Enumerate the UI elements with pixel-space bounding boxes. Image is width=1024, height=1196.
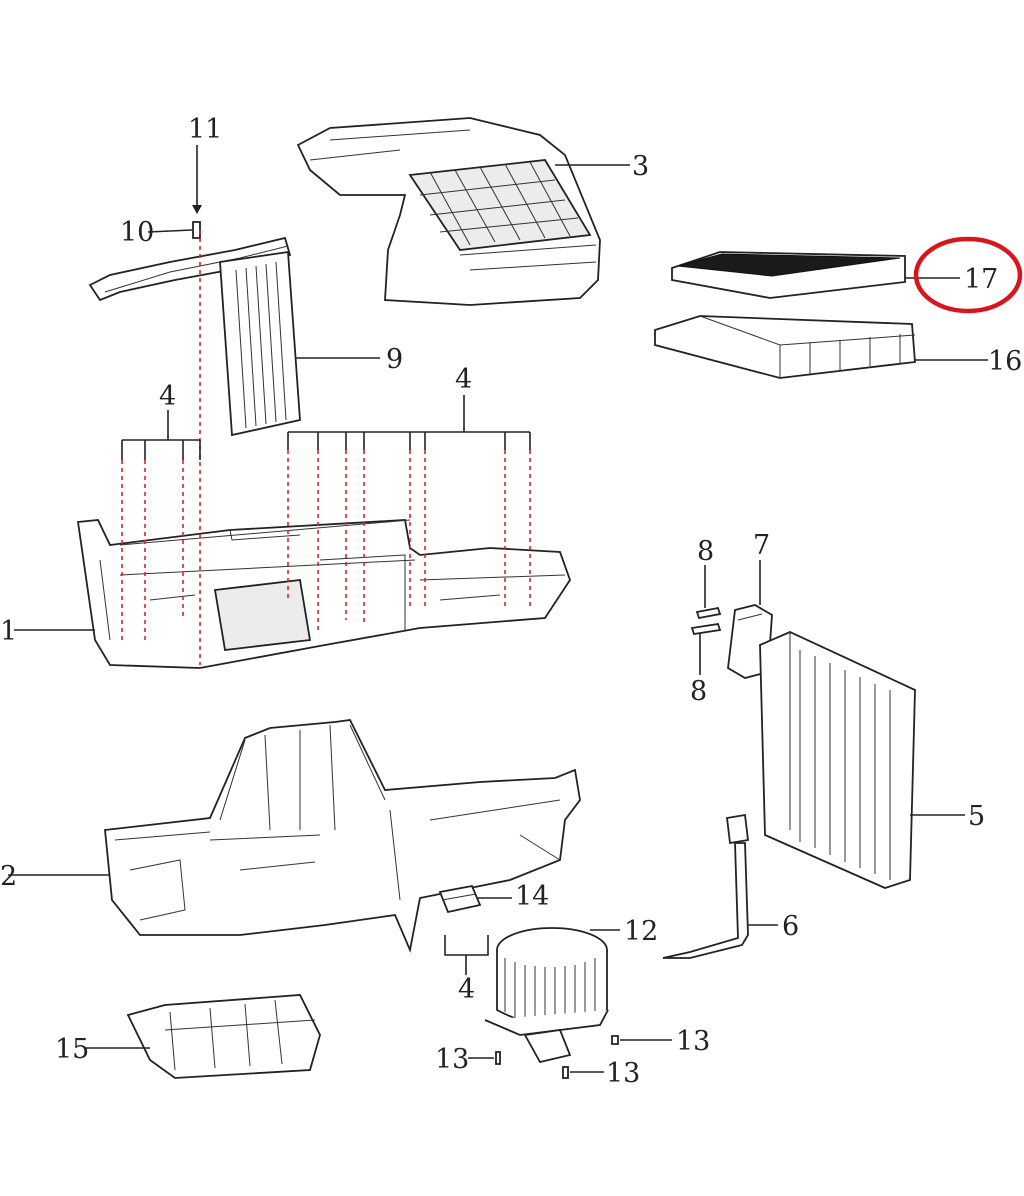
callout-17: 17	[964, 264, 998, 295]
callout-4-top-right: 4	[455, 364, 472, 395]
part-3-upper-case	[296, 117, 601, 306]
callout-10: 10	[120, 217, 154, 248]
highlight-circle-17	[913, 236, 1023, 314]
callout-16: 16	[988, 346, 1022, 377]
callout-1: 1	[0, 616, 17, 647]
callout-13-left: 13	[435, 1044, 469, 1075]
callout-11: 11	[188, 114, 222, 145]
callout-4-bottom: 4	[458, 974, 475, 1005]
callout-2: 2	[0, 861, 17, 892]
callout-7: 7	[753, 530, 770, 561]
callout-8-bottom: 8	[690, 676, 707, 707]
part-16-filter-frame	[654, 315, 916, 379]
leader-lines	[8, 145, 988, 1073]
callout-labels: 11 10 3 9 17 16 4 4 1 8 7 8 5 6 2 14 12 …	[0, 114, 1022, 1089]
callout-14: 14	[515, 881, 549, 912]
part-5-evaporator	[759, 631, 916, 889]
callout-9: 9	[386, 344, 403, 375]
callout-12: 12	[624, 916, 658, 947]
part-12-blower-motor	[484, 927, 609, 1064]
part-6-sensor	[662, 813, 749, 959]
callout-15: 15	[55, 1034, 89, 1065]
callout-4-top-left: 4	[159, 381, 176, 412]
part-15-cover	[126, 994, 321, 1079]
callout-6: 6	[782, 911, 799, 942]
callout-5: 5	[968, 801, 985, 832]
part-9-heater-core	[88, 236, 301, 437]
part-1-main-housing	[76, 519, 571, 669]
callout-8-top: 8	[697, 536, 714, 567]
part-14-resistor	[438, 884, 482, 914]
callout-13-right: 13	[676, 1026, 710, 1057]
callout-3: 3	[632, 151, 649, 182]
screws	[192, 221, 619, 1079]
callout-13-bottom: 13	[606, 1058, 640, 1089]
part-8-clips	[690, 606, 722, 636]
part-17-filter-element	[671, 251, 906, 299]
part-2-lower-case	[104, 719, 581, 954]
